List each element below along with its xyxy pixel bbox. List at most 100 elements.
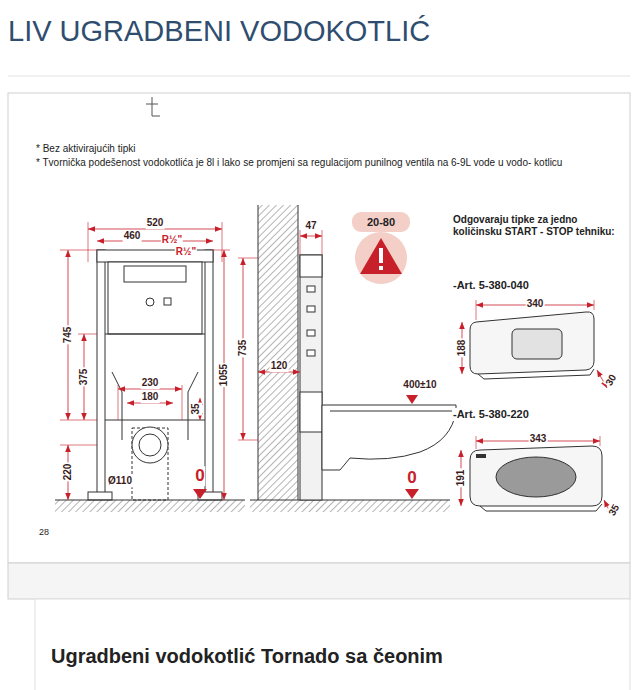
extension-line bbox=[322, 230, 323, 255]
dimension-number: 375 bbox=[78, 368, 90, 387]
extension-line bbox=[60, 250, 97, 251]
wall-hatch bbox=[258, 205, 298, 500]
zero-level: 0 bbox=[406, 468, 417, 488]
cistern-top bbox=[124, 266, 186, 282]
zero-level-arrow bbox=[405, 489, 419, 499]
flush-button bbox=[496, 457, 576, 497]
frame-foot bbox=[88, 492, 112, 500]
floor-hatch bbox=[250, 500, 450, 512]
warning-bubble bbox=[352, 212, 410, 232]
dimension-number: 1055 bbox=[218, 363, 230, 387]
section-box bbox=[35, 599, 630, 690]
warning-disc bbox=[355, 232, 407, 284]
dimension-line bbox=[97, 241, 213, 242]
frame-column bbox=[300, 255, 322, 500]
dimension-line bbox=[300, 236, 322, 237]
extension-line bbox=[213, 250, 230, 251]
floor-hatch bbox=[55, 500, 245, 512]
drain-pipe bbox=[132, 428, 168, 500]
image-frame bbox=[8, 93, 630, 563]
inlet-hole bbox=[146, 298, 154, 306]
extension-line bbox=[60, 420, 97, 421]
dimension-number: 220 bbox=[62, 463, 74, 482]
frame-post bbox=[97, 250, 105, 495]
cistern-body bbox=[108, 262, 202, 334]
drain-inner bbox=[139, 434, 161, 456]
floor-line bbox=[55, 500, 245, 501]
frame-slot bbox=[307, 350, 315, 356]
dimension-number: 188 bbox=[456, 339, 468, 358]
wall-edge bbox=[298, 205, 299, 500]
note-text: * Tvornička podešenost vodokotlića je 8l… bbox=[35, 157, 612, 169]
frame-rail bbox=[105, 334, 205, 335]
dimension-number: 745 bbox=[62, 326, 74, 345]
caption-strip bbox=[8, 563, 630, 599]
extension-line bbox=[78, 334, 97, 335]
dimension-number: 400±10 bbox=[402, 379, 437, 391]
thread-size: R½" bbox=[175, 246, 197, 258]
frame-slot bbox=[307, 286, 315, 292]
brand-mark bbox=[476, 454, 486, 458]
frame-rail bbox=[105, 420, 205, 421]
dimension-number: 47 bbox=[304, 220, 317, 232]
drain-outlet bbox=[132, 427, 168, 463]
flush-plate bbox=[470, 446, 602, 506]
dimension-number: 120 bbox=[270, 360, 289, 372]
floor-line bbox=[250, 500, 450, 501]
wall-edge bbox=[258, 205, 259, 500]
seat-line bbox=[330, 411, 452, 412]
height-arrow bbox=[406, 395, 418, 404]
button-note: Odgovaraju tipke za jedno količinsku STA… bbox=[452, 214, 619, 237]
warning-range: 20-80 bbox=[366, 216, 396, 229]
dimension-number: 191 bbox=[455, 469, 467, 488]
front-view bbox=[55, 250, 245, 512]
dimension-number: 460 bbox=[123, 230, 142, 242]
extension-line bbox=[238, 440, 258, 441]
warning-mark bbox=[379, 266, 383, 270]
page-number: 28 bbox=[38, 527, 50, 537]
extension-line bbox=[88, 222, 89, 262]
bowl-connector bbox=[300, 392, 322, 432]
note-text: * Bez aktivirajućih tipki bbox=[35, 143, 136, 155]
side-view bbox=[250, 205, 456, 512]
page-title: LIV UGRADBENI VODOKOTLIĆ bbox=[8, 14, 430, 49]
frame-slot bbox=[307, 330, 315, 336]
plate-edge bbox=[478, 369, 594, 379]
extension-line bbox=[300, 230, 301, 255]
dimension-number: 735 bbox=[237, 339, 249, 358]
dimension-number: 340 bbox=[526, 298, 545, 310]
extension-line bbox=[476, 300, 477, 320]
zero-level: 0 bbox=[194, 466, 205, 486]
warning-mark bbox=[379, 248, 383, 263]
extension-line bbox=[118, 385, 119, 420]
flush-plate bbox=[470, 312, 594, 374]
section-heading: Ugradbeni vodokotlić Tornado sa čeonim bbox=[50, 645, 444, 668]
extension-line bbox=[476, 436, 477, 449]
thread-size: R½" bbox=[161, 234, 183, 246]
extension-line bbox=[222, 222, 223, 262]
valve-block bbox=[164, 298, 171, 305]
side-dimensions bbox=[238, 212, 419, 499]
dimension-number: 343 bbox=[529, 433, 548, 445]
article-number: -Art. 5-380-220 bbox=[452, 408, 530, 421]
dimension-number: 35 bbox=[190, 402, 202, 415]
dimension-number: 230 bbox=[141, 377, 160, 389]
extension-line bbox=[182, 385, 183, 420]
plate-edge bbox=[480, 504, 602, 511]
frame-slot bbox=[307, 306, 315, 312]
divider-line bbox=[8, 76, 630, 77]
dimension-number: 520 bbox=[146, 217, 165, 229]
frame-post bbox=[205, 250, 213, 495]
extension-line bbox=[238, 258, 258, 259]
toilet-bowl bbox=[322, 405, 456, 470]
pipe-diameter: Ø110 bbox=[107, 475, 133, 487]
extension-line bbox=[60, 445, 97, 446]
article-number: -Art. 5-380-040 bbox=[452, 279, 530, 292]
warning-triangle bbox=[360, 238, 402, 274]
zero-level-arrow bbox=[193, 489, 207, 499]
cut-icon bbox=[146, 97, 160, 116]
front-dimensions bbox=[60, 222, 230, 500]
cistern-head bbox=[300, 255, 322, 277]
